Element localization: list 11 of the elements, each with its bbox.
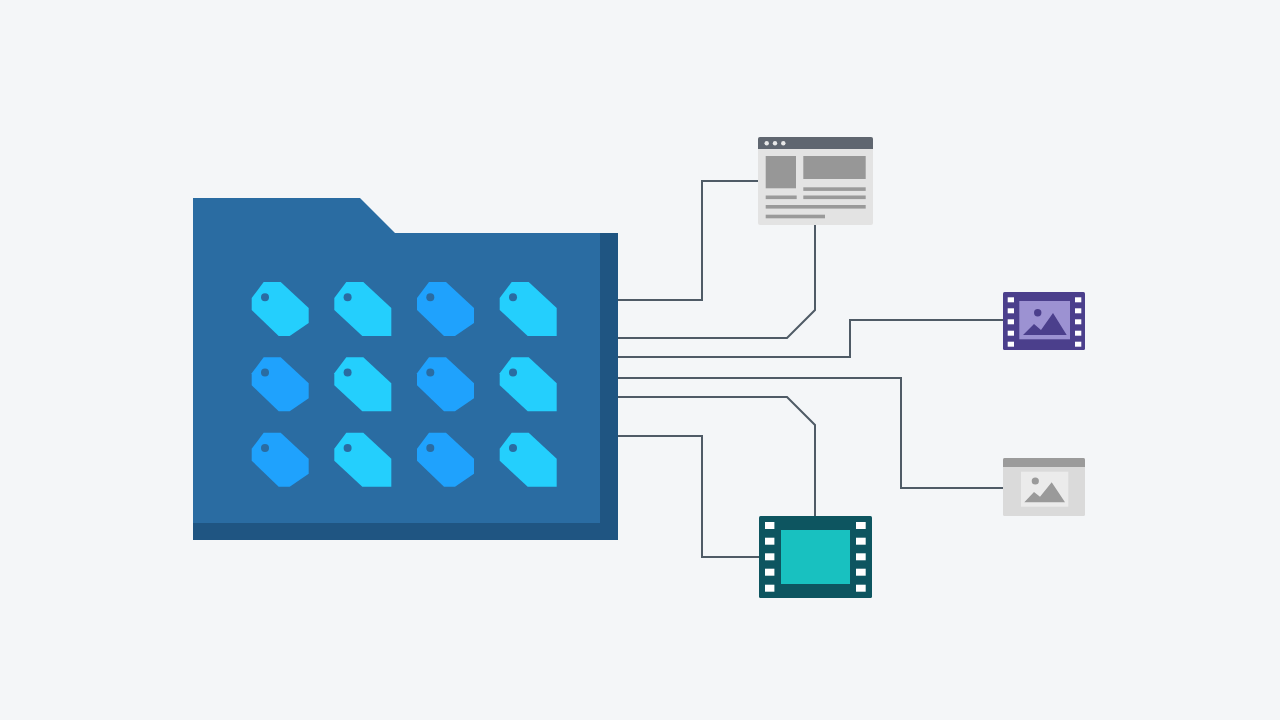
connector-line [617, 377, 1004, 489]
connector-line [617, 435, 760, 558]
film-frame-icon [1003, 292, 1085, 350]
web-page-icon [758, 137, 873, 225]
connector-line [617, 319, 1004, 358]
connector-line [617, 396, 816, 517]
film-strip-icon [759, 516, 872, 598]
connector-line [617, 224, 816, 339]
folder-with-tags-icon [193, 198, 618, 540]
image-window-icon [1003, 458, 1085, 516]
connector-line [617, 180, 759, 301]
